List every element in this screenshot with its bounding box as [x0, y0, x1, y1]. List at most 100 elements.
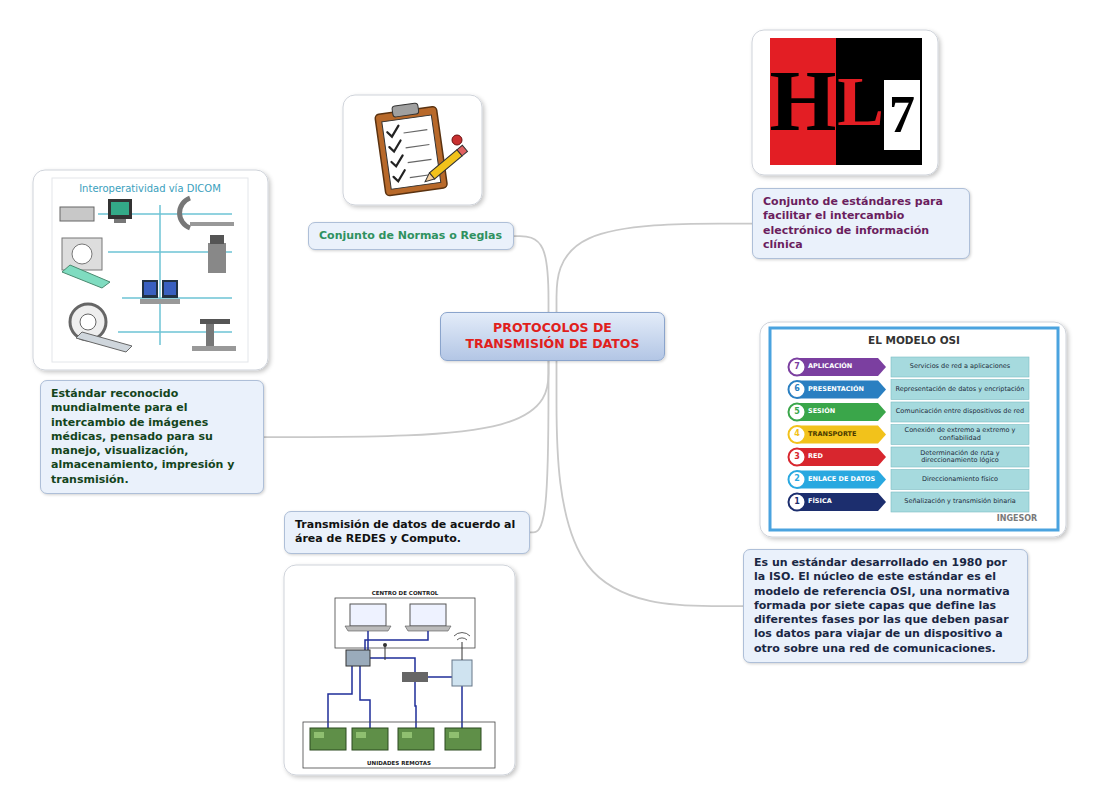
node-text: PROTOCOLOS DE TRANSMISIÓN DE DATOS [453, 320, 652, 353]
dicom-illustration [76, 332, 132, 352]
dicom-illustration [159, 205, 161, 345]
network-illustration [310, 728, 481, 750]
clipboard-icon [457, 145, 468, 156]
network-illustration [368, 658, 415, 672]
clipboard-icon [392, 103, 419, 118]
network-illustration [350, 604, 386, 626]
layer-number: 2 [789, 472, 805, 488]
logo-letter: H [770, 40, 836, 162]
osi-layer-band [789, 447, 1030, 467]
osi-layer-band [797, 403, 886, 421]
layer-name: PRESENTACIÓN [808, 381, 878, 399]
clipboard-icon [387, 126, 400, 138]
topic-box: Estándar reconocido mundialmente para el… [40, 380, 264, 494]
area-label: UNIDADES REMOTAS [303, 759, 495, 768]
image-panel [284, 565, 515, 775]
central-topic: PROTOCOLOS DE TRANSMISIÓN DE DATOS [440, 312, 665, 361]
image-panel [343, 95, 482, 205]
network-illustration [314, 732, 324, 738]
layer-description: Servicios de red a aplicaciones [892, 357, 1028, 377]
clipboard-icon [387, 126, 407, 182]
watermark: INGESOR [988, 513, 1046, 525]
image-panel [33, 30, 1066, 775]
osi-layer-band [891, 470, 1029, 490]
image-panel [760, 322, 1066, 537]
dicom-illustration [206, 322, 214, 348]
osi-layer-band [891, 447, 1029, 467]
figure-title: EL MODELO OSI [772, 331, 1056, 351]
area-label: CENTRO DE CONTROL [335, 589, 475, 597]
dicom-illustration [62, 265, 110, 288]
network-illustration [383, 643, 387, 647]
network-illustration [402, 732, 412, 738]
branch-connector [557, 361, 744, 607]
network-illustration [428, 676, 452, 678]
dicom-illustration [142, 280, 158, 298]
osi-layer-band [797, 358, 886, 376]
network-illustration [328, 666, 352, 728]
dicom-illustration [111, 202, 129, 215]
clipboard-icon [375, 106, 448, 196]
clipboard-icon [406, 145, 430, 148]
dicom-illustration [62, 238, 102, 270]
dicom-illustration [180, 198, 190, 228]
layer-name: ENLACE DE DATOS [808, 471, 878, 489]
osi-layer-band [789, 381, 806, 398]
osi-layer-band [789, 426, 806, 443]
dicom-illustration [208, 243, 226, 273]
dicom-illustration [60, 207, 94, 221]
image-caption: Interoperatividad vía DICOM [55, 180, 245, 196]
network-illustration [365, 631, 428, 650]
hl7-logo [770, 38, 922, 165]
network-illustration [385, 646, 386, 660]
dicom-illustration [192, 346, 236, 351]
dicom-illustration [162, 280, 178, 298]
osi-layer-band [789, 470, 1030, 490]
osi-layer-band [797, 448, 886, 466]
layer-number: 3 [789, 449, 805, 465]
node-text: Estándar reconocido mundialmente para el… [51, 387, 253, 487]
topic-box: Conjunto de Normas o Reglas [308, 222, 514, 250]
osi-figure [770, 328, 1058, 530]
clipboard-icon [429, 150, 462, 179]
network-illustration [303, 722, 495, 768]
layer-number: 7 [789, 359, 805, 375]
osi-layer-band [891, 402, 1029, 422]
network-illustration [402, 672, 428, 682]
dicom-illustration [210, 235, 224, 244]
network-illustration [303, 586, 495, 770]
network-illustration [398, 728, 434, 750]
osi-figure [770, 328, 1058, 530]
osi-layer-band [789, 357, 1030, 377]
dicom-illustration [52, 178, 248, 362]
osi-layer-band [891, 380, 1029, 400]
network-illustration [454, 633, 470, 640]
dicom-illustration [144, 282, 156, 295]
dicom-illustration [140, 299, 180, 304]
osi-layer-band [891, 425, 1029, 445]
clipboard-icon [404, 130, 428, 133]
network-illustration [310, 728, 346, 750]
branch-connector [530, 361, 549, 533]
network-illustration [360, 666, 370, 728]
network-illustration [452, 660, 472, 686]
image-panel [33, 170, 268, 370]
clipboard-icon [382, 115, 441, 189]
dicom-illustration [200, 319, 230, 324]
osi-layer-band [797, 381, 886, 399]
osi-layer-band [891, 357, 1029, 377]
layer-number: 1 [789, 494, 805, 510]
logo-letter: 7 [884, 80, 920, 150]
clipboard-icon [393, 170, 406, 182]
osi-layer-band [797, 471, 886, 489]
node-text: Es un estándar desarrollado en 1980 por … [754, 556, 1017, 656]
osi-layer-band [797, 493, 886, 511]
branch-connector [264, 361, 549, 438]
network-illustration [328, 631, 462, 728]
layer-name: SESIÓN [808, 403, 878, 421]
clipboard-icon [452, 135, 462, 145]
hl7-logo [770, 38, 836, 165]
osi-layer-band [789, 402, 1030, 422]
osi-figure [789, 357, 1030, 512]
network-illustration [356, 732, 366, 738]
